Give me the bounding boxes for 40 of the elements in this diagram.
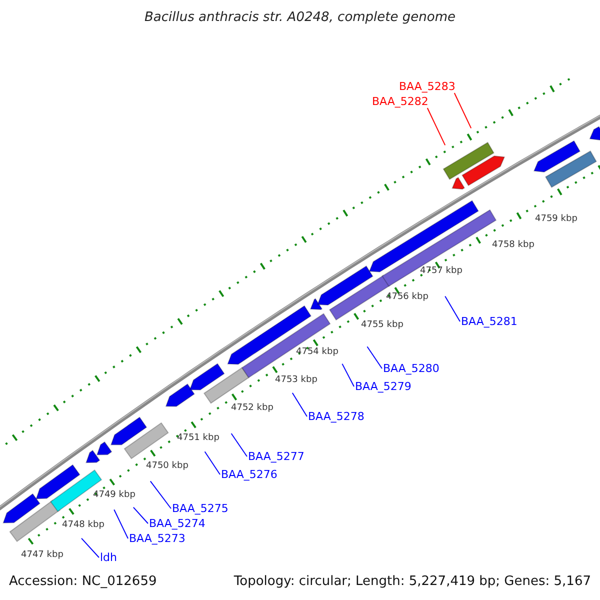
genome-stats-text: Topology: circular; Length: 5,227,419 bp; Genes: 5,167	[234, 575, 591, 588]
gene-label: BAA_5276	[221, 469, 278, 480]
gene-label: BAA_5279	[355, 381, 412, 392]
gene-label: ldh	[100, 552, 118, 563]
leader-line	[444, 296, 460, 322]
leader-line	[132, 506, 148, 524]
scale-label: 4759 kbp	[535, 215, 578, 224]
gene-label: BAA_5281	[461, 316, 518, 327]
leader-line	[81, 538, 100, 558]
scale-label: 4756 kbp	[386, 293, 428, 302]
scale-label: 4753 kbp	[275, 376, 318, 385]
leader-line	[204, 451, 220, 475]
leader-line	[114, 509, 128, 539]
gene-label: BAA_5278	[308, 411, 364, 422]
leader-line	[342, 363, 354, 387]
scale-label: 4748 kbp	[62, 521, 104, 530]
scale-label: 4752 kbp	[231, 404, 274, 413]
scale-label: 4755 kbp	[361, 321, 404, 330]
scale-label: 4747 kbp	[21, 551, 64, 560]
leader-line	[292, 392, 308, 417]
scale-label: 4750 kbp	[146, 462, 188, 471]
scale-label: 4751 kbp	[177, 434, 220, 443]
leader-line	[426, 108, 446, 146]
leader-line	[454, 92, 472, 129]
leader-line	[230, 433, 248, 457]
leader-line	[150, 480, 172, 509]
accession-text: Accession: NC_012659	[9, 575, 157, 588]
scale-label: 4749 kbp	[93, 491, 136, 500]
gene-label: BAA_5274	[149, 518, 206, 529]
gene-label: BAA_5280	[383, 363, 440, 374]
scale-label: 4758 kbp	[492, 241, 534, 250]
gene-label: BAA_5277	[248, 451, 304, 462]
genome-title: Bacillus anthracis str. A0248, complete genome	[143, 11, 457, 24]
gene-label: BAA_5282	[372, 96, 428, 107]
gene-label: BAA_5283	[399, 81, 456, 92]
gene-label: BAA_5273	[129, 533, 186, 544]
scale-label: 4757 kbp	[420, 267, 462, 276]
scale-label: 4754 kbp	[296, 348, 338, 357]
leader-line	[366, 346, 382, 369]
gene-label: BAA_5275	[172, 503, 228, 514]
